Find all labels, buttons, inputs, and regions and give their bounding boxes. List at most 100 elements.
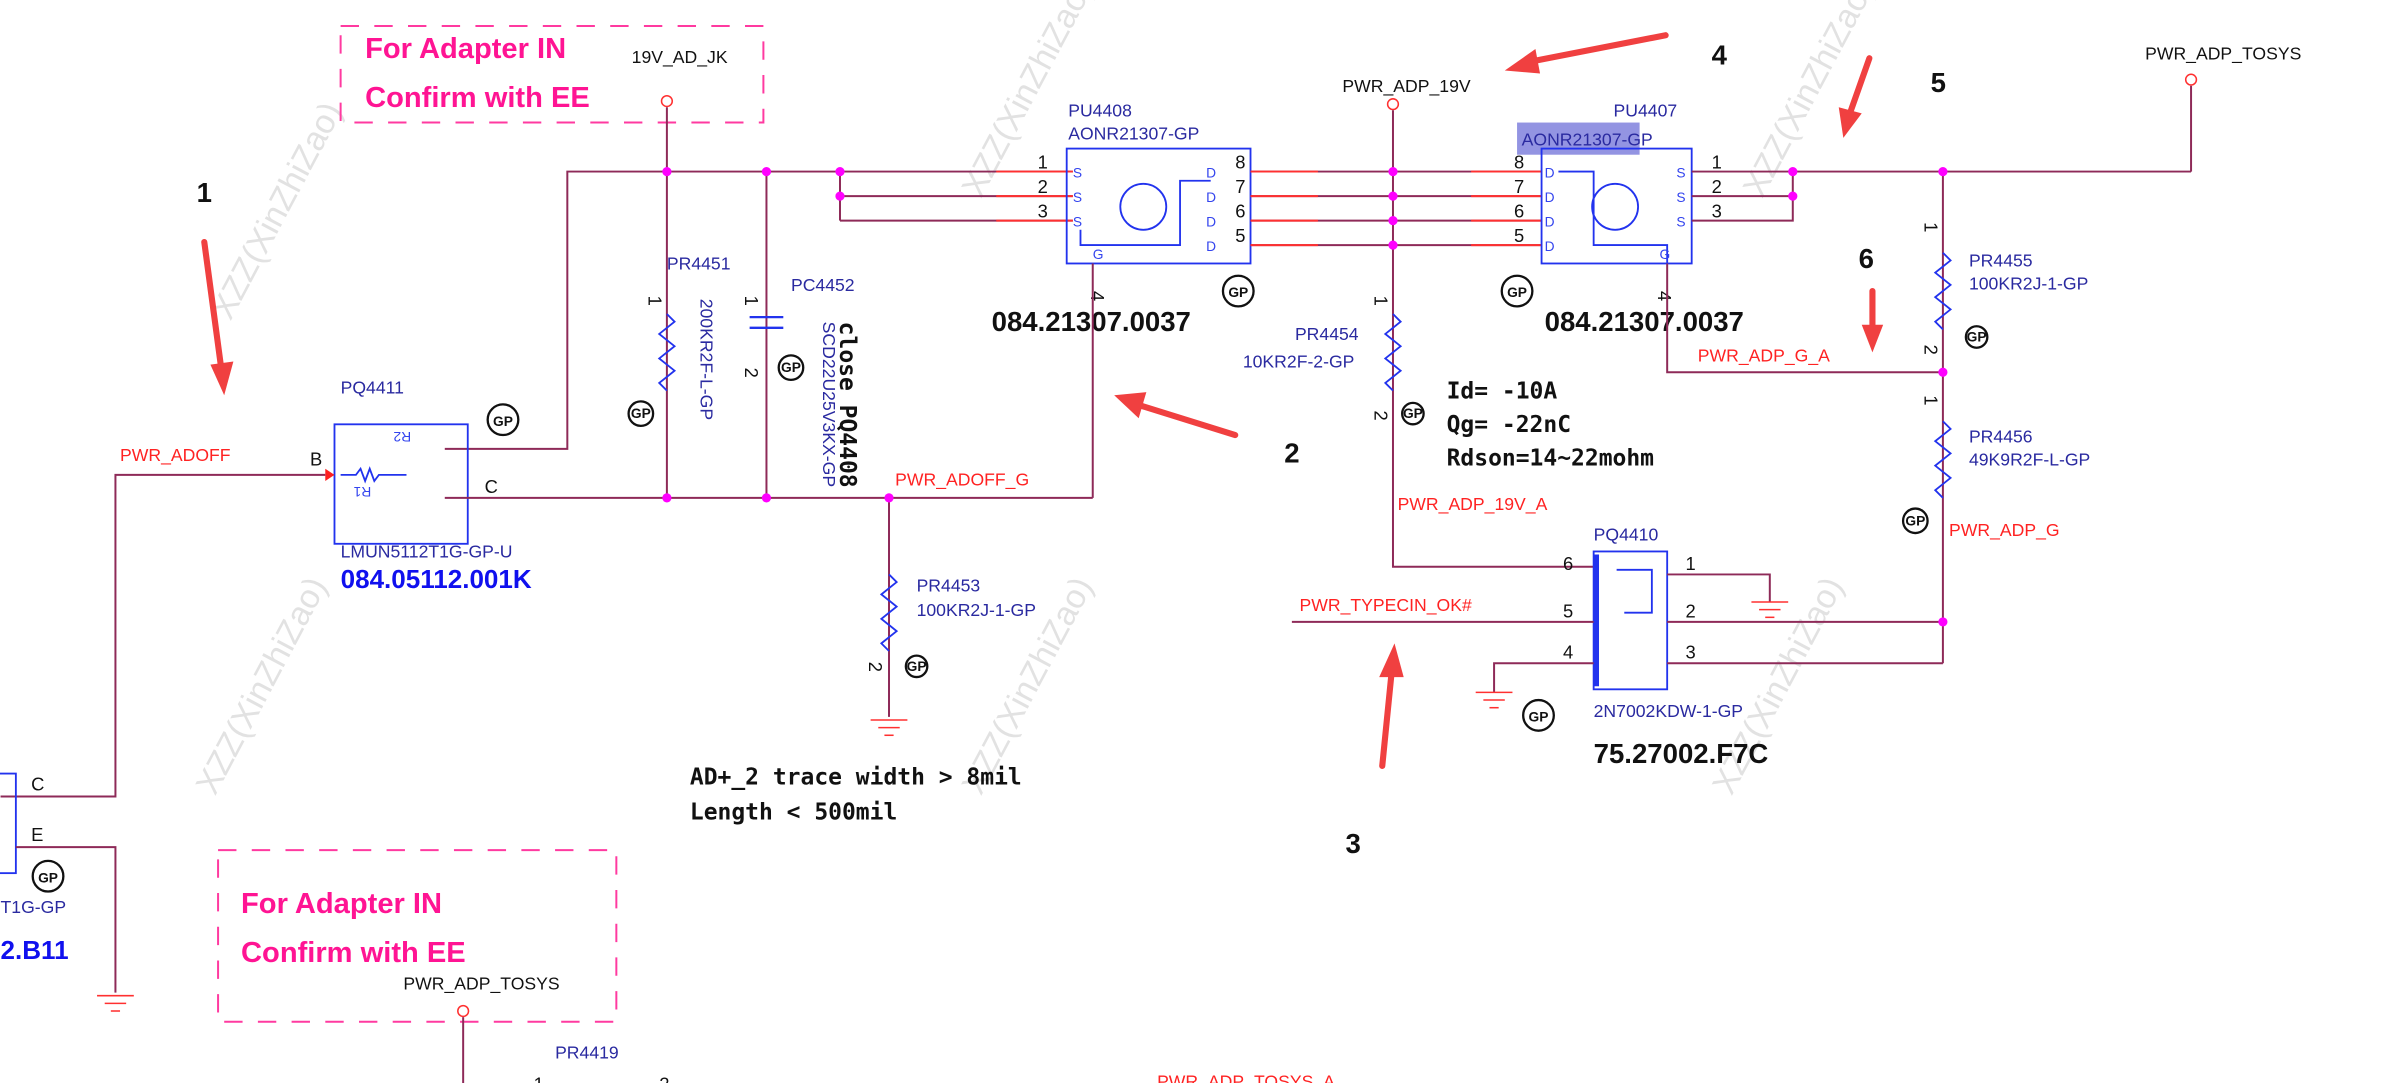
pr4419-ref: PR4419 bbox=[555, 1042, 619, 1062]
pr4456-ref: PR4456 bbox=[1969, 427, 2033, 447]
ground-icon bbox=[1751, 601, 1789, 619]
schematic-stroke bbox=[1861, 324, 1884, 353]
label: 1 bbox=[1921, 222, 1942, 232]
label: 4 bbox=[1712, 39, 1728, 70]
schematic-stroke bbox=[904, 654, 929, 679]
partial-transistor[interactable] bbox=[0, 772, 17, 875]
label: D bbox=[1545, 166, 1555, 181]
label: 1 bbox=[534, 1074, 544, 1083]
schematic-stroke bbox=[15, 846, 117, 993]
label: 2 bbox=[741, 368, 762, 378]
schematic-stroke bbox=[1788, 191, 1798, 201]
pu4407-part[interactable]: AONR21307-GP bbox=[1522, 130, 1653, 150]
trace-note-length: Length < 500mil bbox=[690, 800, 897, 826]
schematic-stroke bbox=[1616, 568, 1653, 614]
label: G bbox=[1660, 247, 1671, 262]
schematic-stroke bbox=[761, 166, 772, 177]
label: 2 bbox=[659, 1074, 669, 1083]
label: S bbox=[1676, 166, 1685, 181]
schematic-stroke bbox=[1388, 240, 1398, 250]
schematic-stroke bbox=[1401, 401, 1425, 426]
label: R2 bbox=[393, 429, 411, 444]
label: D bbox=[1206, 215, 1216, 230]
label: 1 bbox=[645, 296, 666, 306]
pu4407-mosfet[interactable] bbox=[1540, 147, 1693, 265]
label: GP bbox=[1403, 406, 1423, 421]
label: 8 bbox=[1235, 152, 1245, 173]
pq4411-digital-transistor[interactable] bbox=[333, 423, 469, 545]
gp-mark-icon: GP bbox=[486, 403, 520, 437]
net-pwr-adp-19v-a: PWR_ADP_19V_A bbox=[1398, 494, 1548, 515]
label: S bbox=[1073, 166, 1082, 181]
label: 2 bbox=[1921, 345, 1942, 355]
schematic-stroke bbox=[1079, 179, 1211, 247]
schematic-stroke bbox=[1138, 402, 1239, 439]
label: C bbox=[485, 476, 498, 497]
label: 6 bbox=[1563, 553, 1573, 574]
schematic-stroke bbox=[1847, 55, 1873, 114]
label: 2 bbox=[1712, 176, 1722, 197]
label: S bbox=[1676, 215, 1685, 230]
label: D bbox=[1545, 190, 1555, 205]
note-confirm-ee: Confirm with EE bbox=[241, 937, 466, 969]
pr4451-resistor[interactable] bbox=[657, 313, 677, 392]
pq4411-ref: PQ4411 bbox=[341, 378, 404, 398]
spec-qg: Qg= -22nC bbox=[1447, 412, 1571, 438]
label: R1 bbox=[354, 484, 372, 499]
schematic-stroke bbox=[210, 361, 234, 396]
pc4452-capacitor[interactable] bbox=[749, 315, 784, 329]
pu4408-mosfet[interactable] bbox=[1065, 147, 1252, 265]
label: 1 bbox=[1038, 152, 1048, 173]
label: 5 bbox=[1235, 225, 1245, 246]
schematic-stroke bbox=[1938, 166, 1948, 177]
pr4451-ref: PR4451 bbox=[667, 254, 731, 274]
schematic-stroke bbox=[486, 403, 520, 437]
pr4453-resistor[interactable] bbox=[879, 573, 899, 652]
pc4452-part: SCD22U25V3KX-GP bbox=[819, 322, 839, 487]
note-box-bottom bbox=[217, 849, 618, 1023]
pq4410-ref: PQ4410 bbox=[1594, 525, 1659, 545]
label: 2 bbox=[1371, 411, 1392, 421]
pq4410-dual-mosfet[interactable] bbox=[1592, 550, 1669, 691]
net-pwr-adp-tosys: PWR_ADP_TOSYS bbox=[403, 974, 559, 995]
pu4407-ref: PU4407 bbox=[1614, 100, 1678, 120]
label: GP bbox=[1529, 709, 1549, 724]
label: 1 bbox=[1686, 553, 1696, 574]
wire bbox=[1666, 263, 1943, 374]
schematic-stroke bbox=[1938, 367, 1948, 377]
schematic-stroke bbox=[1379, 643, 1404, 678]
note-confirm-ee: Confirm with EE bbox=[365, 82, 590, 114]
schematic-stroke bbox=[1493, 662, 1594, 693]
label: GP bbox=[631, 406, 651, 421]
pr4454-part: 10KR2F-2-GP bbox=[1243, 352, 1355, 372]
pr4455-resistor[interactable] bbox=[1933, 252, 1953, 330]
label: S bbox=[1073, 215, 1082, 230]
schematic-stroke bbox=[1529, 32, 1669, 65]
wire bbox=[444, 170, 1073, 450]
label: 6 bbox=[1859, 243, 1874, 274]
schematic-stroke bbox=[1964, 325, 1989, 349]
schematic-stroke bbox=[835, 166, 845, 177]
schematic-stroke bbox=[662, 493, 672, 503]
wire bbox=[1391, 110, 1594, 568]
label: D bbox=[1545, 215, 1555, 230]
label: 3 bbox=[1686, 642, 1696, 663]
label: 6 bbox=[1514, 201, 1524, 222]
schematic-stroke bbox=[1500, 274, 1534, 308]
pr4455-ref: PR4455 bbox=[1969, 251, 2033, 271]
pq4411-part: LMUN5112T1G-GP-U bbox=[341, 542, 513, 562]
schematic-stroke bbox=[325, 468, 335, 481]
partial-part: T1G-GP bbox=[1, 897, 67, 917]
label: C bbox=[31, 773, 44, 794]
mosfet-symbol-icon bbox=[1119, 182, 1168, 231]
net-19v-ad-jk: 19V_AD_JK bbox=[632, 47, 728, 68]
pr4453-part: 100KR2J-1-GP bbox=[917, 600, 1036, 620]
ground-icon bbox=[97, 994, 134, 1012]
pr4454-resistor[interactable] bbox=[1383, 313, 1403, 392]
gp-mark-icon: GP bbox=[904, 654, 929, 679]
pc4452-ref: PC4452 bbox=[791, 275, 855, 295]
label: 2 bbox=[1038, 176, 1048, 197]
label: GP bbox=[1967, 330, 1987, 345]
pr4456-resistor[interactable] bbox=[1933, 420, 1953, 499]
label: G bbox=[1093, 247, 1104, 262]
